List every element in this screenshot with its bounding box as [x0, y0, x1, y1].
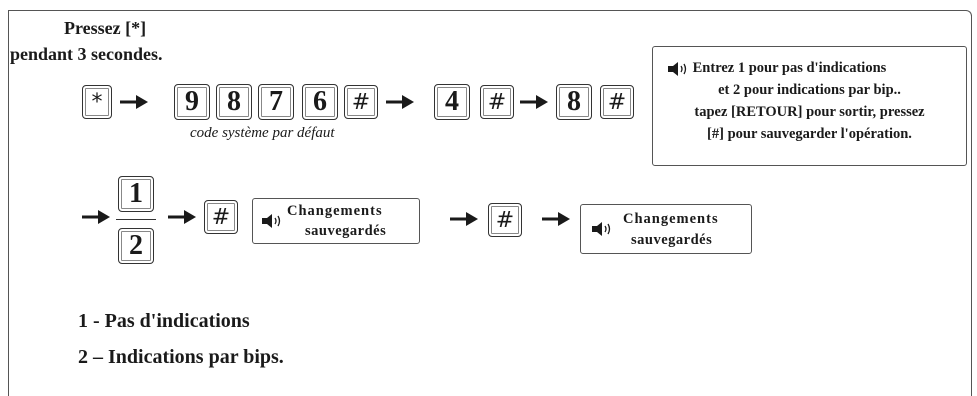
legend-item-2: 2 – Indications par bips.	[78, 346, 284, 368]
legend-item-1: 1 - Pas d'indications	[78, 310, 250, 332]
speaker-icon	[592, 222, 611, 236]
key-hash-3[interactable]: #	[600, 85, 634, 119]
right-arrow-icon	[168, 210, 196, 224]
right-arrow-icon	[120, 95, 148, 109]
key-hash-4[interactable]: #	[204, 200, 238, 234]
confirm-1-line-2: sauvegardés	[305, 223, 387, 239]
right-arrow-icon	[520, 95, 548, 109]
right-arrow-icon	[542, 212, 570, 226]
key-2[interactable]: 2	[118, 228, 154, 264]
key-hash-2[interactable]: #	[480, 85, 514, 119]
right-arrow-icon	[82, 210, 110, 224]
default-code-caption: code système par défaut	[190, 125, 335, 141]
option-divider	[116, 219, 156, 220]
right-arrow-icon	[450, 212, 478, 226]
confirm-2-line-2: sauvegardés	[631, 232, 713, 248]
intro-line-1: Pressez [*]	[64, 18, 147, 38]
key-8-second[interactable]: 8	[556, 84, 592, 120]
speaker-icon	[262, 214, 281, 228]
confirm-1-line-1: Changements	[287, 203, 383, 219]
info-line-4: [#] pour sauvegarder l'opération.	[707, 126, 912, 142]
confirm-2-line-1: Changements	[623, 211, 719, 227]
right-arrow-icon	[386, 95, 414, 109]
key-7[interactable]: 7	[258, 84, 294, 120]
intro-line-2: pendant 3 secondes.	[10, 44, 163, 64]
key-4[interactable]: 4	[434, 84, 470, 120]
key-hash-5[interactable]: #	[488, 203, 522, 237]
info-line-3: tapez [RETOUR] pour sortir, pressez	[694, 104, 925, 120]
speaker-icon	[668, 61, 687, 76]
info-line-2: et 2 pour indications par bip..	[718, 82, 901, 98]
confirm-box-2: Changements sauvegardés	[580, 204, 752, 254]
key-1[interactable]: 1	[118, 176, 154, 212]
key-hash-1[interactable]: #	[344, 85, 378, 119]
key-6[interactable]: 6	[302, 84, 338, 120]
key-9[interactable]: 9	[174, 84, 210, 120]
diagram-frame	[8, 10, 972, 396]
info-line-1: Entrez 1 pour pas d'indications	[692, 60, 887, 76]
key-8[interactable]: 8	[216, 84, 252, 120]
confirm-box-1: Changements sauvegardés	[252, 198, 420, 244]
key-star[interactable]: *	[82, 85, 112, 119]
info-box: Entrez 1 pour pas d'indications et 2 pou…	[652, 46, 967, 166]
